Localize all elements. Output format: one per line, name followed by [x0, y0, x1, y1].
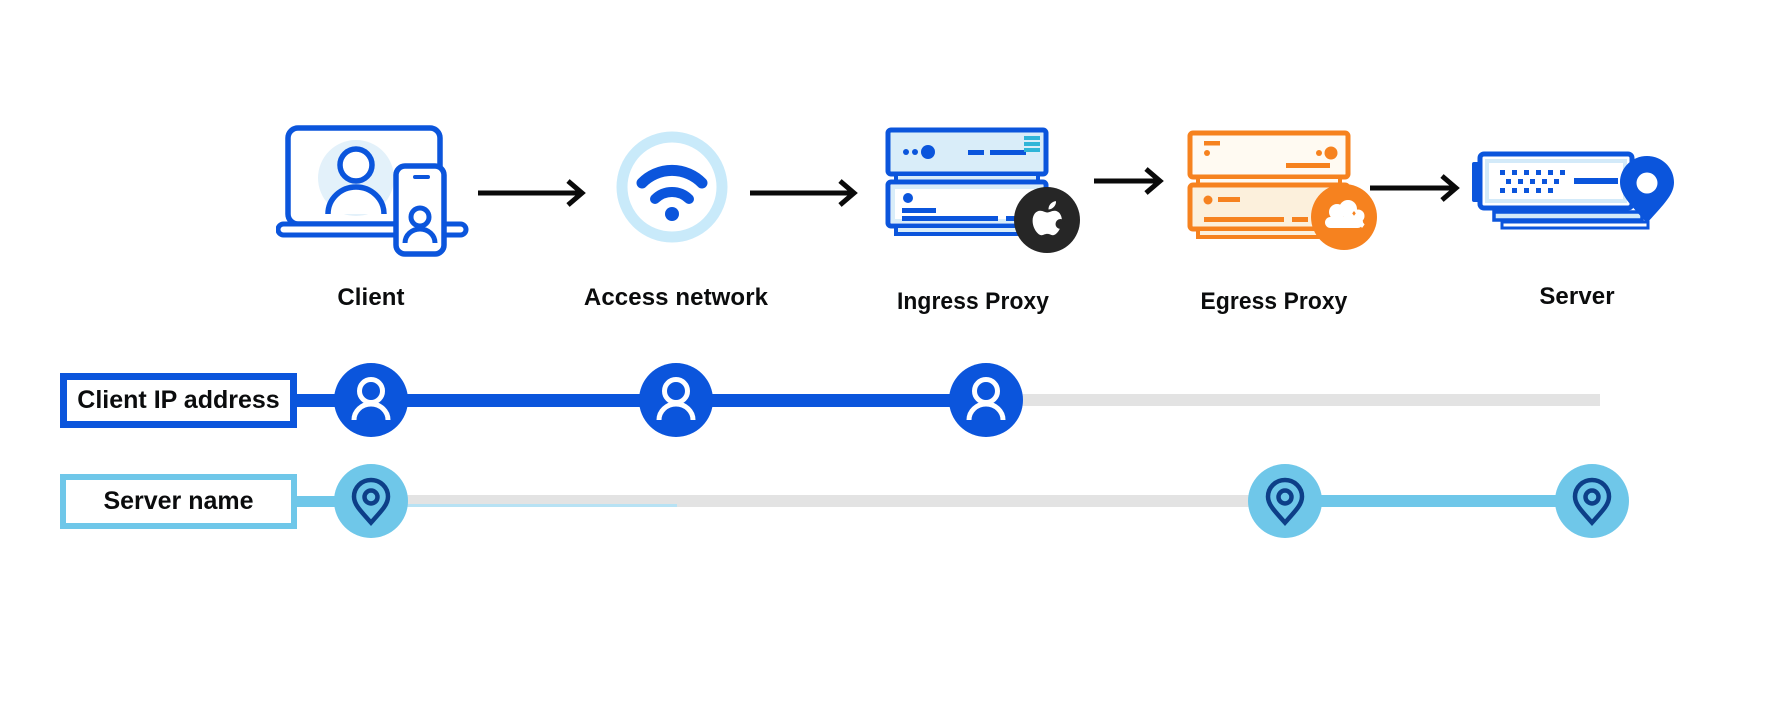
server-dot-pattern [1500, 170, 1565, 193]
client-ip-hidden-track [986, 394, 1600, 406]
cloudflare-logo-badge [1311, 184, 1377, 250]
user-icon [351, 377, 391, 421]
flow-arrow-1 [478, 179, 586, 207]
node-label-ingress-proxy: Ingress Proxy [896, 288, 1050, 315]
node-label-egress-proxy: Egress Proxy [1200, 288, 1348, 315]
client-ip-label-box: Client IP address [60, 373, 297, 428]
flow-arrow-4 [1370, 174, 1460, 202]
flow-arrow-2 [750, 179, 858, 207]
egress-proxy-server-icon [1187, 130, 1377, 250]
server-name-stop-egress-proxy [1248, 464, 1322, 538]
wifi-icon [616, 131, 728, 243]
location-pin-icon [351, 477, 391, 526]
node-label-server: Server [1539, 283, 1615, 310]
node-label-client: Client [337, 284, 405, 311]
ingress-proxy-server-icon [885, 127, 1080, 253]
node-label-access-network: Access network [583, 284, 769, 311]
user-icon [966, 377, 1006, 421]
location-pin-icon [1265, 477, 1305, 526]
client-ip-stop-ingress-proxy [949, 363, 1023, 437]
user-icon [656, 377, 696, 421]
location-pin-icon [1620, 156, 1674, 223]
client-ip-label: Client IP address [77, 386, 280, 414]
laptop-phone-user-icon [276, 125, 469, 257]
server-name-stop-client [334, 464, 408, 538]
server-name-label-box: Server name [60, 474, 297, 529]
client-ip-stop-client [334, 363, 408, 437]
server-name-known-track [1285, 495, 1592, 507]
location-pin-icon [1572, 477, 1612, 526]
server-name-label: Server name [103, 487, 254, 515]
apple-logo-badge [1014, 187, 1080, 253]
server-location-icon [1472, 151, 1674, 230]
client-ip-stop-access-network [639, 363, 713, 437]
server-name-faint-underline [377, 504, 677, 507]
server-name-stop-server [1555, 464, 1629, 538]
flow-arrow-3 [1094, 167, 1164, 195]
